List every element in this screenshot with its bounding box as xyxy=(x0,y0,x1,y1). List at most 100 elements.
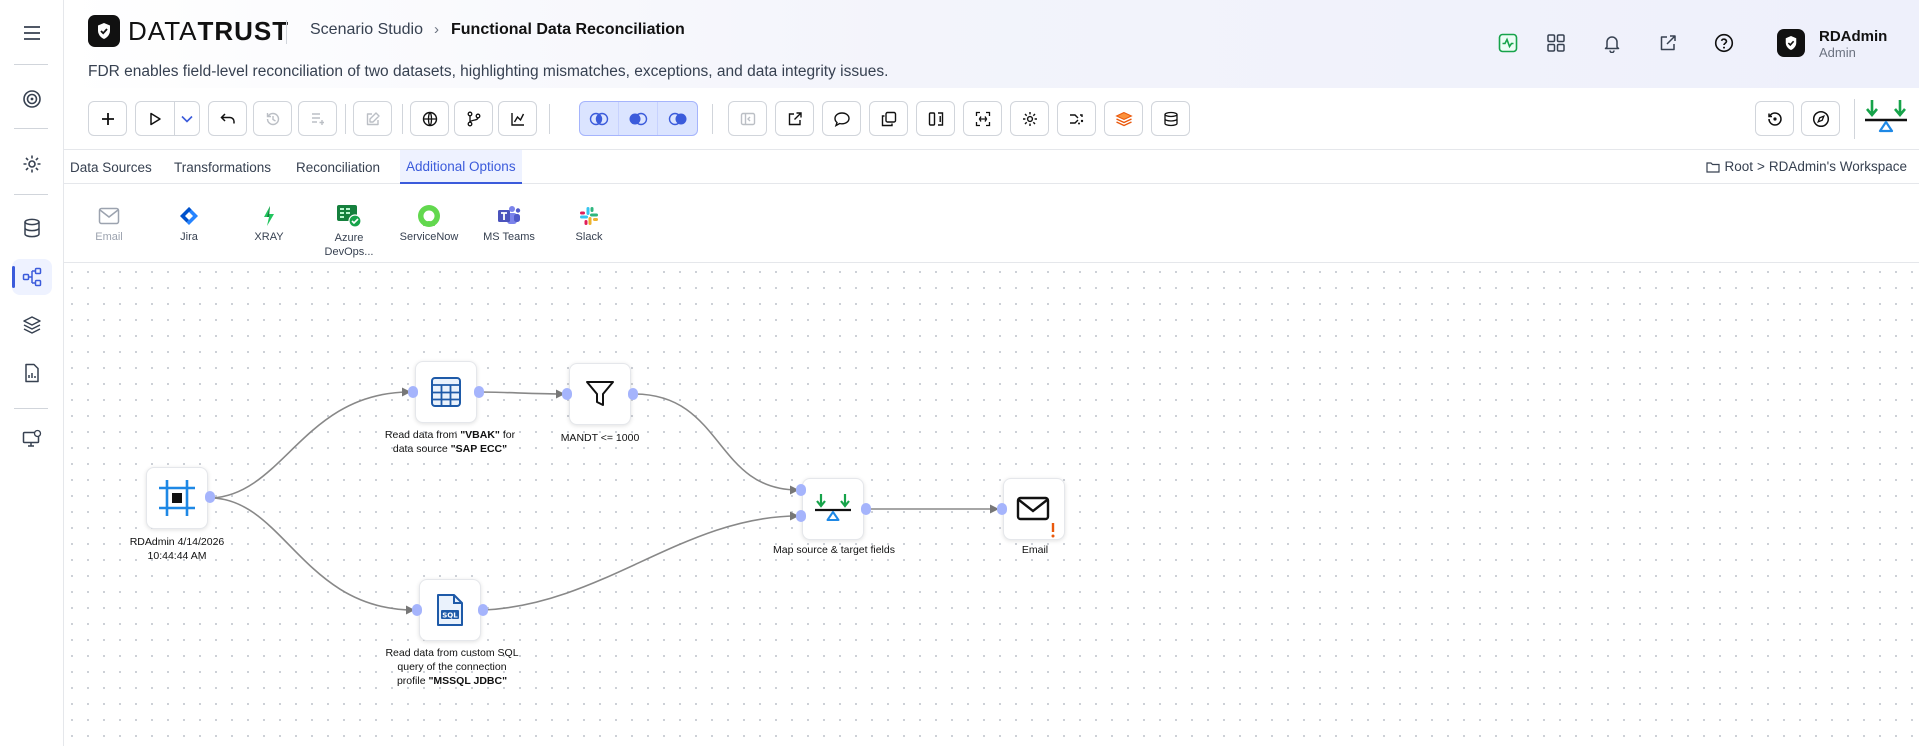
tab-bar: Data Sources Transformations Reconciliat… xyxy=(64,150,1919,184)
node-output-port[interactable] xyxy=(628,388,638,400)
option-label: Azure DevOps... xyxy=(324,232,374,258)
toolbar-divider xyxy=(1854,99,1855,139)
svg-text:SQL: SQL xyxy=(442,612,458,620)
edit-button[interactable] xyxy=(353,101,392,136)
breadcrumb-separator-icon: › xyxy=(434,21,439,38)
bell-icon[interactable] xyxy=(1599,30,1625,56)
report-icon[interactable] xyxy=(12,355,52,391)
comment-button[interactable] xyxy=(822,101,861,136)
tab-data-sources[interactable]: Data Sources xyxy=(70,159,152,175)
workspace-root[interactable]: Root xyxy=(1724,159,1753,174)
workflow-canvas[interactable]: RDAdmin 4/14/2026 10:44:44 AM Read data … xyxy=(64,264,1919,746)
help-icon[interactable] xyxy=(1711,30,1737,56)
run-options-chevron-down-icon[interactable] xyxy=(175,102,199,135)
target-icon[interactable] xyxy=(12,81,52,117)
chart-button[interactable] xyxy=(498,101,537,136)
right-join-icon[interactable] xyxy=(658,102,697,135)
branch-button[interactable] xyxy=(454,101,493,136)
node-source-sql[interactable]: SQL xyxy=(419,579,481,641)
avatar[interactable] xyxy=(1777,29,1805,57)
breadcrumb-scenario-studio[interactable]: Scenario Studio xyxy=(310,21,423,38)
copy-button[interactable] xyxy=(869,101,908,136)
node-source-vbak-label: Read data from "VBAK" for data source "S… xyxy=(384,429,516,455)
tab-reconciliation[interactable]: Reconciliation xyxy=(296,159,381,175)
app-header: DATATRUST Scenario Studio › Functional D… xyxy=(64,0,1919,88)
layers-icon[interactable] xyxy=(12,307,52,343)
run-icon[interactable] xyxy=(136,102,175,135)
toolbar-divider xyxy=(712,104,713,134)
edge-source2-to-map xyxy=(483,511,799,611)
tab-transformations[interactable]: Transformations xyxy=(174,159,272,175)
globe-button[interactable] xyxy=(410,101,449,136)
schedule-list-button[interactable] xyxy=(298,101,337,136)
stack-layers-button[interactable] xyxy=(1104,101,1143,136)
compare-button[interactable] xyxy=(916,101,955,136)
edge-filter-to-map xyxy=(633,393,799,495)
history-button[interactable] xyxy=(253,101,292,136)
node-output-port[interactable] xyxy=(474,386,484,398)
option-xray[interactable]: XRAY xyxy=(234,203,304,243)
open-external-button[interactable] xyxy=(775,101,814,136)
mail-icon xyxy=(1016,496,1050,521)
toolbar-divider xyxy=(402,104,403,134)
left-nav-rail xyxy=(0,0,64,746)
activity-icon[interactable] xyxy=(1495,30,1521,56)
edge-trigger-to-source2 xyxy=(211,497,415,615)
workflow-icon[interactable] xyxy=(12,259,52,295)
node-input-port[interactable] xyxy=(412,604,422,616)
node-source-vbak[interactable] xyxy=(415,361,477,423)
undo-button[interactable] xyxy=(208,101,247,136)
settings-icon[interactable] xyxy=(12,146,52,182)
apps-grid-icon[interactable] xyxy=(1543,30,1569,56)
additional-options-panel: Email Jira XRAY Azure DevOps... ServiceN… xyxy=(64,185,1919,263)
left-join-icon[interactable] xyxy=(619,102,658,135)
node-output-port[interactable] xyxy=(205,491,215,503)
option-azure-devops[interactable]: Azure DevOps... xyxy=(314,203,384,259)
node-trigger[interactable] xyxy=(146,467,208,529)
user-name[interactable]: RDAdmin xyxy=(1819,28,1888,45)
option-email[interactable]: Email xyxy=(74,203,144,243)
page-description: FDR enables field-level reconciliation o… xyxy=(88,63,889,80)
data-flow-button[interactable] xyxy=(1057,101,1096,136)
inner-join-icon[interactable] xyxy=(580,102,619,135)
table-icon xyxy=(431,377,461,407)
node-input-port[interactable] xyxy=(408,386,418,398)
node-input-port[interactable] xyxy=(796,510,806,522)
reconciliation-scale-icon[interactable] xyxy=(1863,96,1909,142)
gear-icon[interactable] xyxy=(1010,101,1049,136)
tab-additional-options[interactable]: Additional Options xyxy=(400,150,522,184)
node-input-port[interactable] xyxy=(997,503,1007,515)
option-label: Email xyxy=(95,231,123,243)
database-button[interactable] xyxy=(1151,101,1190,136)
node-input-port[interactable] xyxy=(562,388,572,400)
workspace-name[interactable]: RDAdmin's Workspace xyxy=(1768,159,1907,174)
option-ms-teams[interactable]: MS Teams xyxy=(474,203,544,243)
node-email[interactable] xyxy=(1003,478,1065,540)
ms-teams-icon xyxy=(474,203,544,229)
scenario-toolbar xyxy=(64,88,1919,150)
collapse-panel-button[interactable] xyxy=(728,101,767,136)
restore-button[interactable] xyxy=(1755,101,1794,136)
node-output-port[interactable] xyxy=(861,503,871,515)
xray-icon xyxy=(234,203,304,229)
option-slack[interactable]: Slack xyxy=(554,203,624,243)
menu-icon[interactable] xyxy=(12,15,52,51)
option-servicenow[interactable]: ServiceNow xyxy=(394,203,464,243)
node-filter[interactable] xyxy=(569,363,631,425)
trigger-frame-icon xyxy=(159,480,195,516)
node-map-fields[interactable] xyxy=(802,478,864,540)
join-type-group xyxy=(579,101,698,136)
node-output-port[interactable] xyxy=(478,604,488,616)
compass-button[interactable] xyxy=(1801,101,1840,136)
node-filter-label: MANDT <= 1000 xyxy=(560,432,640,444)
edge-trigger-to-source1 xyxy=(211,387,411,499)
scan-button[interactable] xyxy=(963,101,1002,136)
monitor-settings-icon[interactable] xyxy=(12,421,52,457)
database-icon[interactable] xyxy=(12,210,52,246)
option-jira[interactable]: Jira xyxy=(154,203,224,243)
external-link-icon[interactable] xyxy=(1655,30,1681,56)
header-divider xyxy=(286,20,287,44)
add-button[interactable] xyxy=(88,101,127,136)
jira-icon xyxy=(154,203,224,229)
node-input-port[interactable] xyxy=(796,484,806,496)
